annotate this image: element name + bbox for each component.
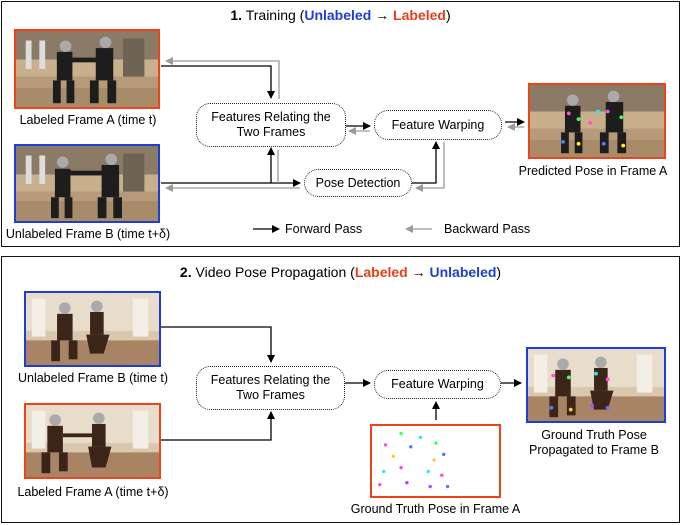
unlabeled-frame-b-image <box>14 144 160 223</box>
ground-truth-pose-frame-a-image <box>370 424 501 498</box>
feature-warping-node: Feature Warping <box>374 370 501 399</box>
propagated-pose-image <box>526 347 666 423</box>
labeled-frame-a-label: Labeled Frame A (time t+δ) <box>17 485 169 499</box>
title-number: 1. <box>230 7 243 23</box>
labeled-frame-a-label: Labeled Frame A (time t) <box>19 113 157 127</box>
predicted-pose-image <box>528 83 666 159</box>
title-labeled: Labeled <box>393 7 446 23</box>
title-text: Video Pose Propagation ( <box>195 264 355 280</box>
title-number: 2. <box>179 264 192 280</box>
ground-truth-pose-label: Ground Truth Pose in Frame A <box>350 502 521 516</box>
title-unlabeled: Unlabeled <box>429 264 497 280</box>
labeled-frame-a-image <box>24 403 161 479</box>
propagated-line-1: Ground Truth Pose <box>541 428 647 442</box>
title-text: Training ( <box>245 7 305 23</box>
features-line-2: Two Frames <box>236 388 305 402</box>
title-close: ) <box>445 7 451 23</box>
title-labeled: Labeled <box>354 264 408 280</box>
features-line-1: Features Relating the <box>210 373 331 387</box>
propagated-pose-label: Ground Truth Pose Propagated to Frame B <box>506 428 681 458</box>
feature-warping-node: Feature Warping <box>374 110 502 140</box>
propagated-line-2: Propagated to Frame B <box>529 443 659 457</box>
propagation-title: 2. Video Pose Propagation (Labeled → Unl… <box>2 264 679 280</box>
title-close: ) <box>496 264 502 280</box>
predicted-pose-label: Predicted Pose in Frame A <box>518 164 668 178</box>
title-unlabeled: Unlabeled <box>304 7 372 23</box>
training-title: 1. Training (Unlabeled → Labeled) <box>2 7 679 23</box>
labeled-frame-a-image <box>14 29 160 109</box>
legend-forward-label: Forward Pass <box>285 222 363 236</box>
title-arrow-icon: → <box>375 7 390 23</box>
features-line-1: Features Relating the <box>211 110 331 124</box>
features-line-2: Two Frames <box>236 125 306 139</box>
pose-detection-node: Pose Detection <box>304 169 412 197</box>
legend-backward-label: Backward Pass <box>444 222 531 236</box>
unlabeled-frame-b-label: Unlabeled Frame B (time t+δ) <box>5 227 171 241</box>
unlabeled-frame-b-image <box>24 291 161 367</box>
unlabeled-frame-b-label: Unlabeled Frame B (time t) <box>17 371 169 385</box>
title-arrow-icon: → <box>411 264 426 280</box>
